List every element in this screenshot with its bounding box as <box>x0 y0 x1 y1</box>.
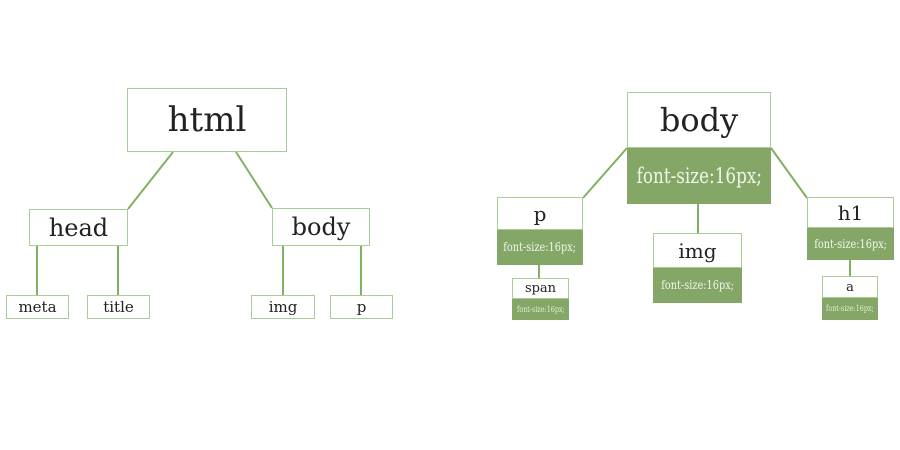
node-p: p <box>330 295 393 319</box>
style-rule-text: font-size:16px; <box>516 304 565 314</box>
node-a-style-band: font-size:16px; <box>822 298 878 320</box>
node-body-styled-label: body <box>627 92 771 148</box>
node-body-label: body <box>272 208 370 246</box>
node-img-styled: img font-size:16px; <box>653 233 742 303</box>
node-img-style-band: font-size:16px; <box>653 268 742 303</box>
node-title: title <box>87 295 150 319</box>
style-rule-text: font-size:16px; <box>661 277 734 293</box>
node-meta: meta <box>6 295 69 319</box>
edge-body-p-styled <box>582 147 628 199</box>
node-img-label: img <box>251 295 315 319</box>
node-img: img <box>251 295 315 319</box>
node-html: html <box>127 88 287 152</box>
node-head: head <box>29 209 128 246</box>
style-rule-text: font-size:16px; <box>503 239 577 255</box>
node-head-label: head <box>29 209 128 246</box>
node-p-styled: p font-size:16px; <box>497 197 583 265</box>
edge-body-h1-styled <box>770 147 808 199</box>
node-meta-label: meta <box>6 295 69 319</box>
node-title-label: title <box>87 295 150 319</box>
node-span-styled-label: span <box>512 278 569 299</box>
edge-html-body <box>235 151 273 209</box>
node-p-styled-label: p <box>497 197 583 230</box>
node-p-style-band: font-size:16px; <box>497 230 583 265</box>
node-h1-styled-label: h1 <box>807 197 894 228</box>
node-h1-styled: h1 font-size:16px; <box>807 197 894 260</box>
node-span-style-band: font-size:16px; <box>512 299 569 320</box>
node-a-styled-label: a <box>822 276 878 298</box>
node-span-styled: span font-size:16px; <box>512 278 569 320</box>
node-img-styled-label: img <box>653 233 742 268</box>
node-body-style-band: font-size:16px; <box>627 148 771 204</box>
edge-html-head <box>127 151 174 210</box>
node-body: body <box>272 208 370 246</box>
node-p-label: p <box>330 295 393 319</box>
style-rule-text: font-size:16px; <box>814 235 887 251</box>
node-html-label: html <box>127 88 287 152</box>
node-h1-style-band: font-size:16px; <box>807 228 894 260</box>
node-body-styled: body font-size:16px; <box>627 92 771 204</box>
style-rule-text: font-size:16px; <box>826 304 874 313</box>
node-a-styled: a font-size:16px; <box>822 276 878 320</box>
style-rule-text: font-size:16px; <box>636 163 762 188</box>
